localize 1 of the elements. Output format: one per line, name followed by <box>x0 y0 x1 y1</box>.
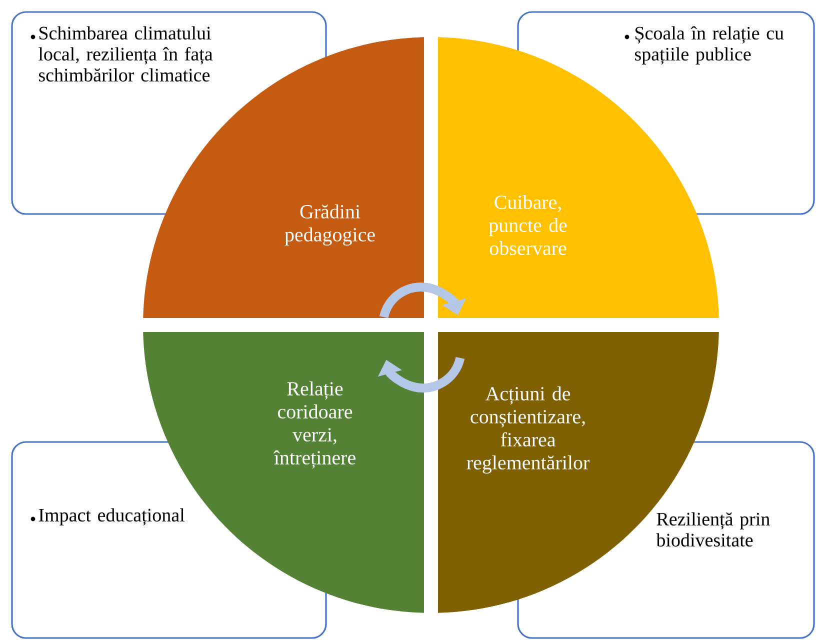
curved-arrow <box>380 282 466 318</box>
